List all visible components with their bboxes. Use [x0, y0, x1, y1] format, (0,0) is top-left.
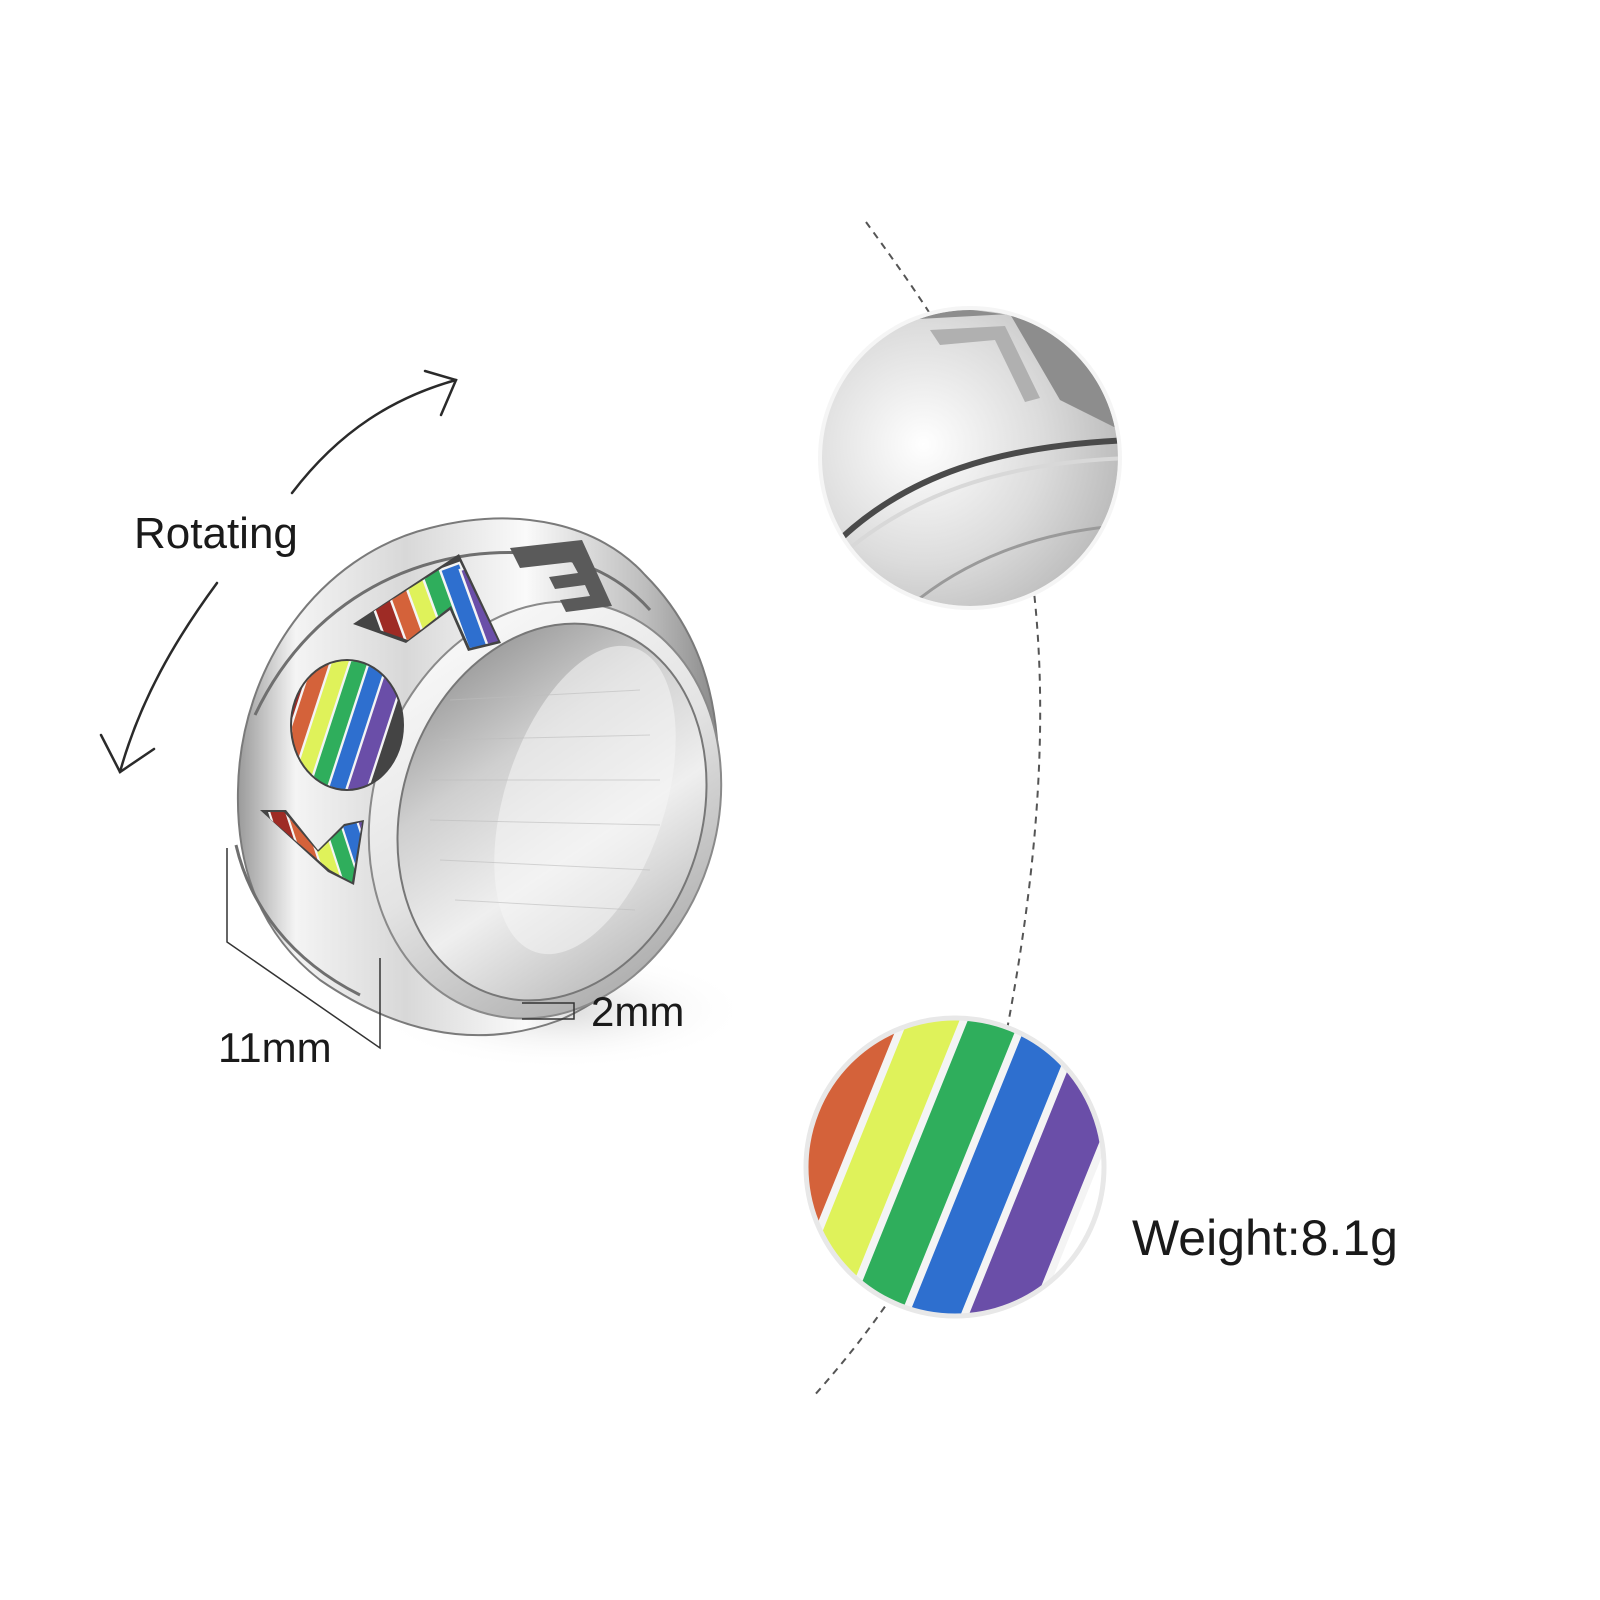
zoom-detail-rainbow	[803, 1015, 1107, 1319]
weight-label: Weight:8.1g	[1132, 1210, 1398, 1266]
dimension-lines	[226, 848, 575, 1050]
ring-inner-texture	[429, 689, 661, 911]
ring-groove	[253, 551, 652, 716]
ring-groove	[234, 844, 361, 997]
band-width-label: 11mm	[218, 1024, 332, 1071]
love-ring	[234, 517, 723, 1037]
rotating-label: Rotating	[134, 509, 298, 558]
zoom-detail-steel	[818, 306, 1122, 610]
rotation-arrow-icon	[99, 369, 458, 774]
ring-inner-highlight	[494, 645, 676, 955]
ring-letter-e	[510, 540, 612, 612]
enamel-stripe	[937, 1019, 1103, 1315]
band-thickness-label: 2mm	[591, 988, 685, 1035]
